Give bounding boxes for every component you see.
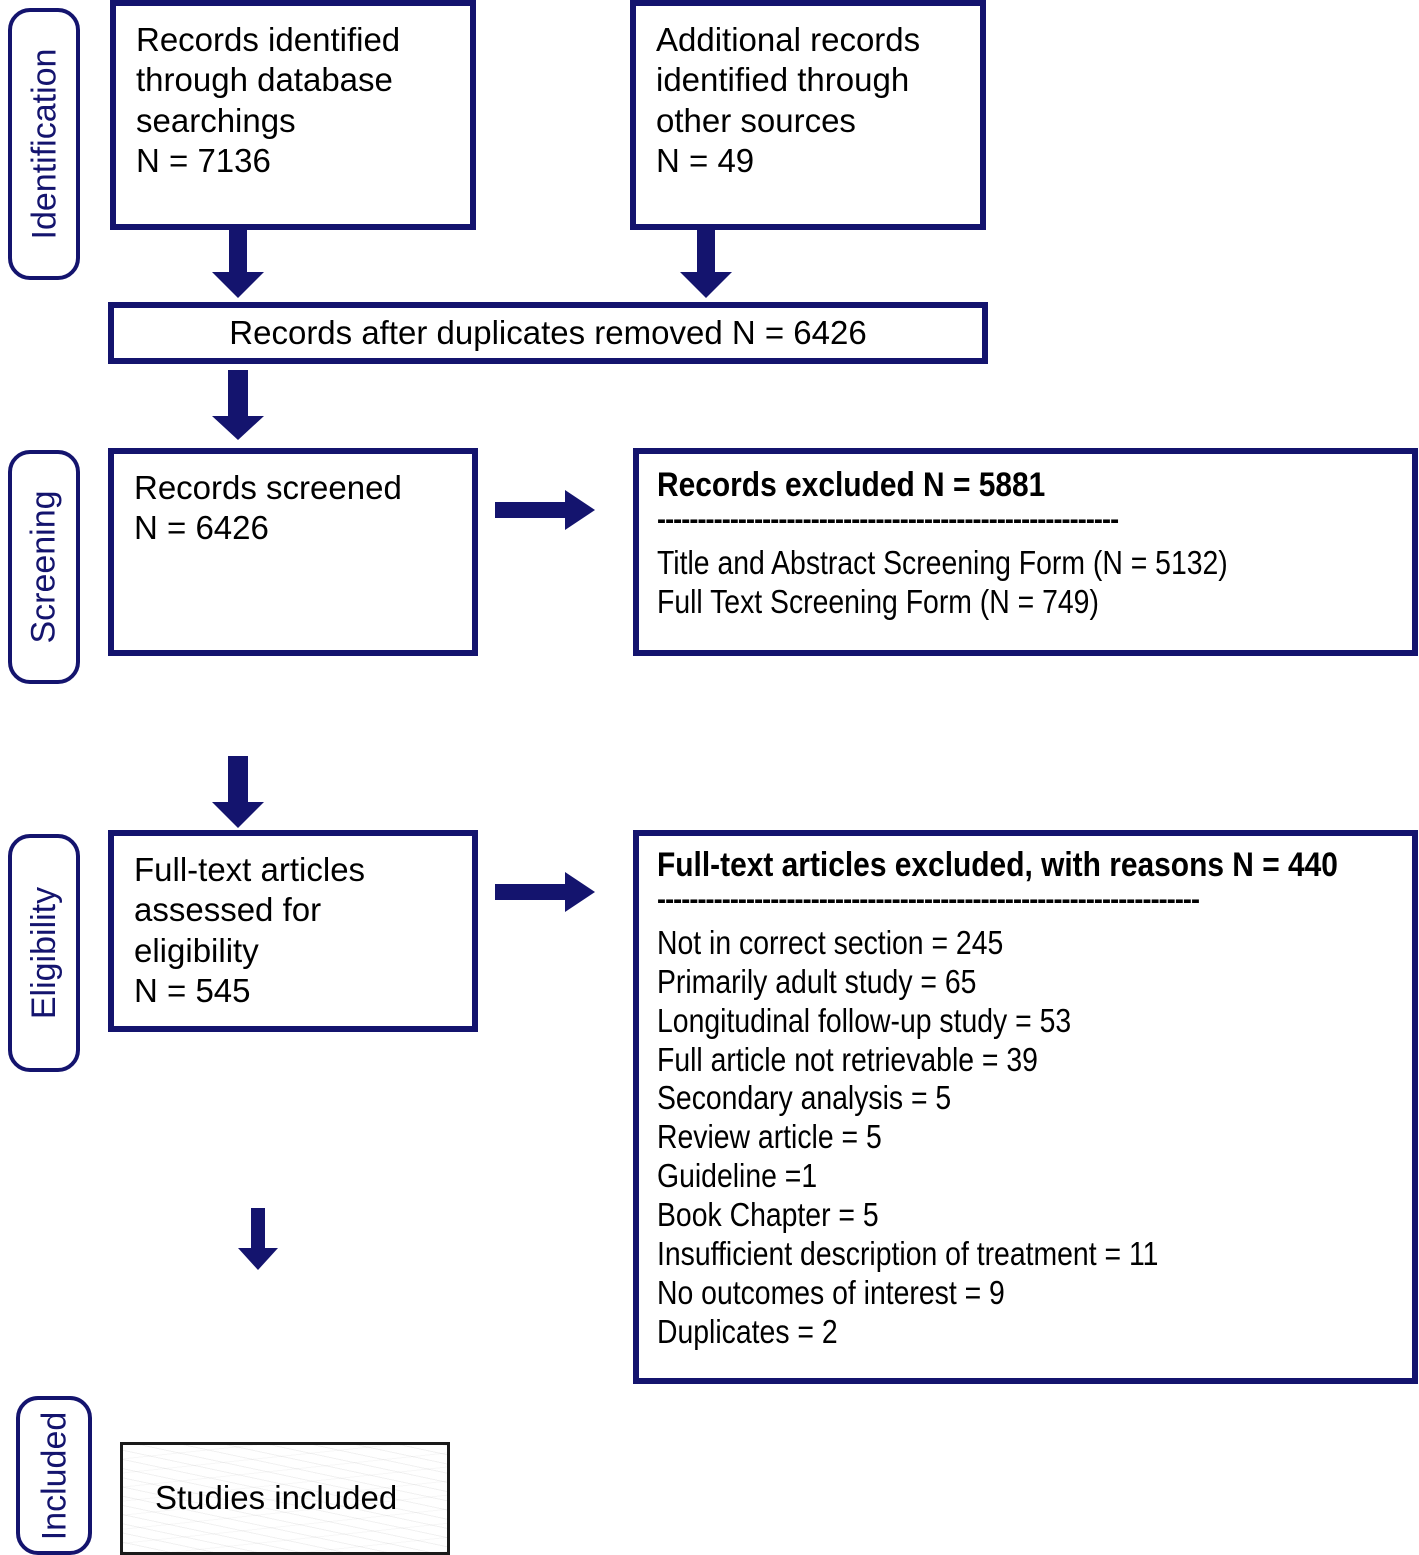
box-fulltext-excluded-item-0: Not in correct section = 245 <box>657 923 1004 961</box>
arrow-shaft <box>495 884 567 900</box>
box-fulltext-excluded-item-10: Duplicates = 2 <box>657 1313 838 1351</box>
box-duplicates-removed-text: Records after duplicates removed N = 642… <box>229 313 867 351</box>
arrow-shaft <box>495 502 567 518</box>
box-fulltext-excluded-rule: ----------------------------------------… <box>657 887 1200 912</box>
box-fulltext-excluded-item-8: Insufficient description of treatment = … <box>657 1235 1159 1273</box>
stage-label-eligibility-text: Eligibility <box>25 886 64 1020</box>
stage-label-eligibility: Eligibility <box>8 834 80 1072</box>
box-fulltext-excluded-heading: Full-text articles excluded, with reason… <box>657 846 1338 884</box>
box-studies-included-text: Studies included N = 105 <box>155 1479 398 1516</box>
arrow-shaft <box>228 756 248 804</box>
box-fulltext-excluded-item-4: Secondary analysis = 5 <box>657 1079 952 1117</box>
box-fulltext-excluded: Full-text articles excluded, with reason… <box>633 830 1418 1384</box>
arrow-head <box>680 272 732 298</box>
box-other-records-text: Additional records identified through ot… <box>656 21 921 179</box>
arrow-shaft <box>697 230 715 276</box>
arrow-head <box>212 416 264 440</box>
arrow-other-to-dedup <box>680 230 732 298</box>
arrow-head <box>565 872 595 912</box>
stage-label-included-text: Included <box>35 1411 74 1540</box>
box-records-excluded-item-0: Title and Abstract Screening Form (N = 5… <box>657 543 1228 581</box>
box-fulltext-excluded-item-9: No outcomes of interest = 9 <box>657 1274 1005 1312</box>
arrow-head <box>238 1248 278 1270</box>
box-fulltext-excluded-item-1: Primarily adult study = 65 <box>657 962 977 1000</box>
stage-label-screening-text: Screening <box>25 490 64 644</box>
arrow-shaft <box>228 370 248 418</box>
box-duplicates-removed: Records after duplicates removed N = 642… <box>108 302 988 364</box>
arrow-db-to-dedup <box>212 230 264 298</box>
stage-label-screening: Screening <box>8 450 80 684</box>
box-records-excluded-rule: ----------------------------------------… <box>657 507 1119 532</box>
arrow-screened-to-fulltext <box>212 756 264 828</box>
arrow-head <box>212 272 264 298</box>
box-fulltext-excluded-item-3: Full article not retrievable = 39 <box>657 1040 1038 1078</box>
box-records-excluded-item-1: Full Text Screening Form (N = 749) <box>657 582 1099 620</box>
arrow-head <box>212 802 264 828</box>
arrow-head <box>565 490 595 530</box>
box-fulltext-excluded-item-2: Longitudinal follow-up study = 53 <box>657 1001 1072 1039</box>
stage-label-identification-text: Identification <box>25 48 63 240</box>
stage-label-identification: Identification <box>8 8 80 280</box>
box-records-screened: Records screened N = 6426 <box>108 448 478 656</box>
arrow-shaft <box>251 1208 265 1250</box>
box-studies-included: Studies included N = 105 <box>120 1442 450 1555</box>
box-records-excluded: Records excluded N = 5881 --------------… <box>633 448 1418 656</box>
box-fulltext-excluded-item-6: Guideline =1 <box>657 1157 818 1195</box>
arrow-dedup-to-screened <box>212 370 264 440</box>
arrow-fulltext-to-included <box>238 1208 278 1270</box>
arrow-screened-to-excluded <box>495 488 595 532</box>
box-fulltext-assessed: Full-text articles assessed for eligibil… <box>108 830 478 1032</box>
box-database-records-text: Records identified through database sear… <box>136 21 401 179</box>
arrow-fulltext-to-excluded <box>495 870 595 914</box>
box-records-screened-text: Records screened N = 6426 <box>134 469 402 547</box>
box-fulltext-excluded-item-5: Review article = 5 <box>657 1118 882 1156</box>
box-database-records: Records identified through database sear… <box>110 0 476 230</box>
box-fulltext-assessed-text: Full-text articles assessed for eligibil… <box>134 851 366 1009</box>
box-fulltext-excluded-item-7: Book Chapter = 5 <box>657 1196 879 1234</box>
stage-label-included: Included <box>16 1396 92 1555</box>
box-other-records: Additional records identified through ot… <box>630 0 986 230</box>
arrow-shaft <box>229 230 247 276</box>
box-records-excluded-heading: Records excluded N = 5881 <box>657 466 1046 504</box>
